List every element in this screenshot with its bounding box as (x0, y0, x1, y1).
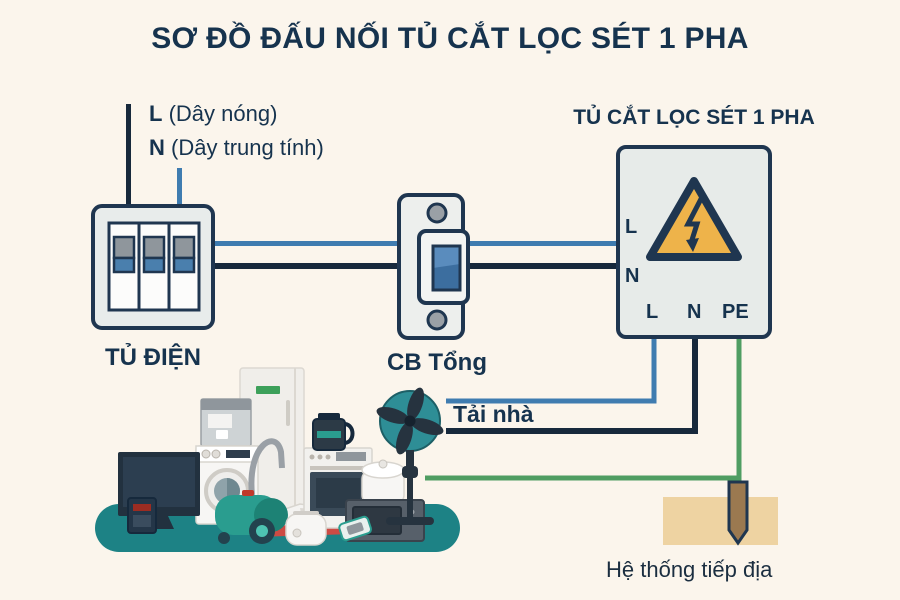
load-label: Tải nhà (453, 401, 534, 427)
small-device-icon (338, 515, 373, 542)
spd-terminal-in-l: L (625, 216, 638, 238)
kettle-icon (312, 413, 355, 451)
spd-terminal-out-l: L (646, 301, 659, 323)
wire-green-pe-to-ground (425, 337, 742, 484)
fan-blades (376, 387, 444, 455)
wire-dark-spd-to-load (446, 337, 698, 434)
circuit-breaker-toggle-icon (431, 244, 462, 292)
page-title: SƠ ĐỒ ĐẤU NỐI TỦ CẮT LỌC SÉT 1 PHA (151, 22, 749, 55)
main-panel-icon (91, 204, 215, 330)
coffee-machine-icon (200, 398, 252, 447)
line-n-term: N (149, 135, 165, 160)
breaker-label: CB Tổng (387, 349, 487, 376)
ground-rod-icon (727, 480, 749, 546)
telephone-icon (127, 497, 157, 534)
breaker-screw-bottom (426, 309, 448, 331)
wire-blue-spd-to-load (446, 337, 657, 404)
panel-breaker-switches (112, 235, 196, 274)
vacuum-cleaner-icon (215, 438, 288, 544)
lightning-bolt-icon (683, 195, 705, 244)
high-voltage-warning-icon (646, 177, 742, 261)
household-appliances-illustration (95, 367, 460, 552)
line-n-label: N (Dây trung tính) (149, 135, 324, 160)
line-l-term: L (149, 101, 163, 126)
spd-terminal-in-n: N (625, 265, 640, 287)
spd-box-icon (616, 145, 772, 339)
grounding-label: Hệ thống tiếp địa (606, 557, 773, 582)
wire-n-incoming (177, 168, 182, 210)
line-l-label: L (Dây nóng) (149, 101, 278, 126)
standing-fan-icon (376, 387, 444, 525)
circuit-breaker-icon (397, 193, 470, 340)
spd-box-title: TỦ CẮT LỌC SÉT 1 PHA (573, 106, 815, 129)
wire-l-incoming (126, 104, 131, 210)
soil-block (663, 497, 778, 545)
spd-terminal-out-pe: PE (722, 301, 749, 323)
spd-terminal-out-n: N (687, 301, 702, 323)
toaster-icon (285, 511, 327, 546)
main-panel-label: TỦ ĐIỆN (105, 344, 201, 371)
grounding-system-icon (663, 480, 778, 546)
breaker-screw-top (426, 202, 448, 224)
